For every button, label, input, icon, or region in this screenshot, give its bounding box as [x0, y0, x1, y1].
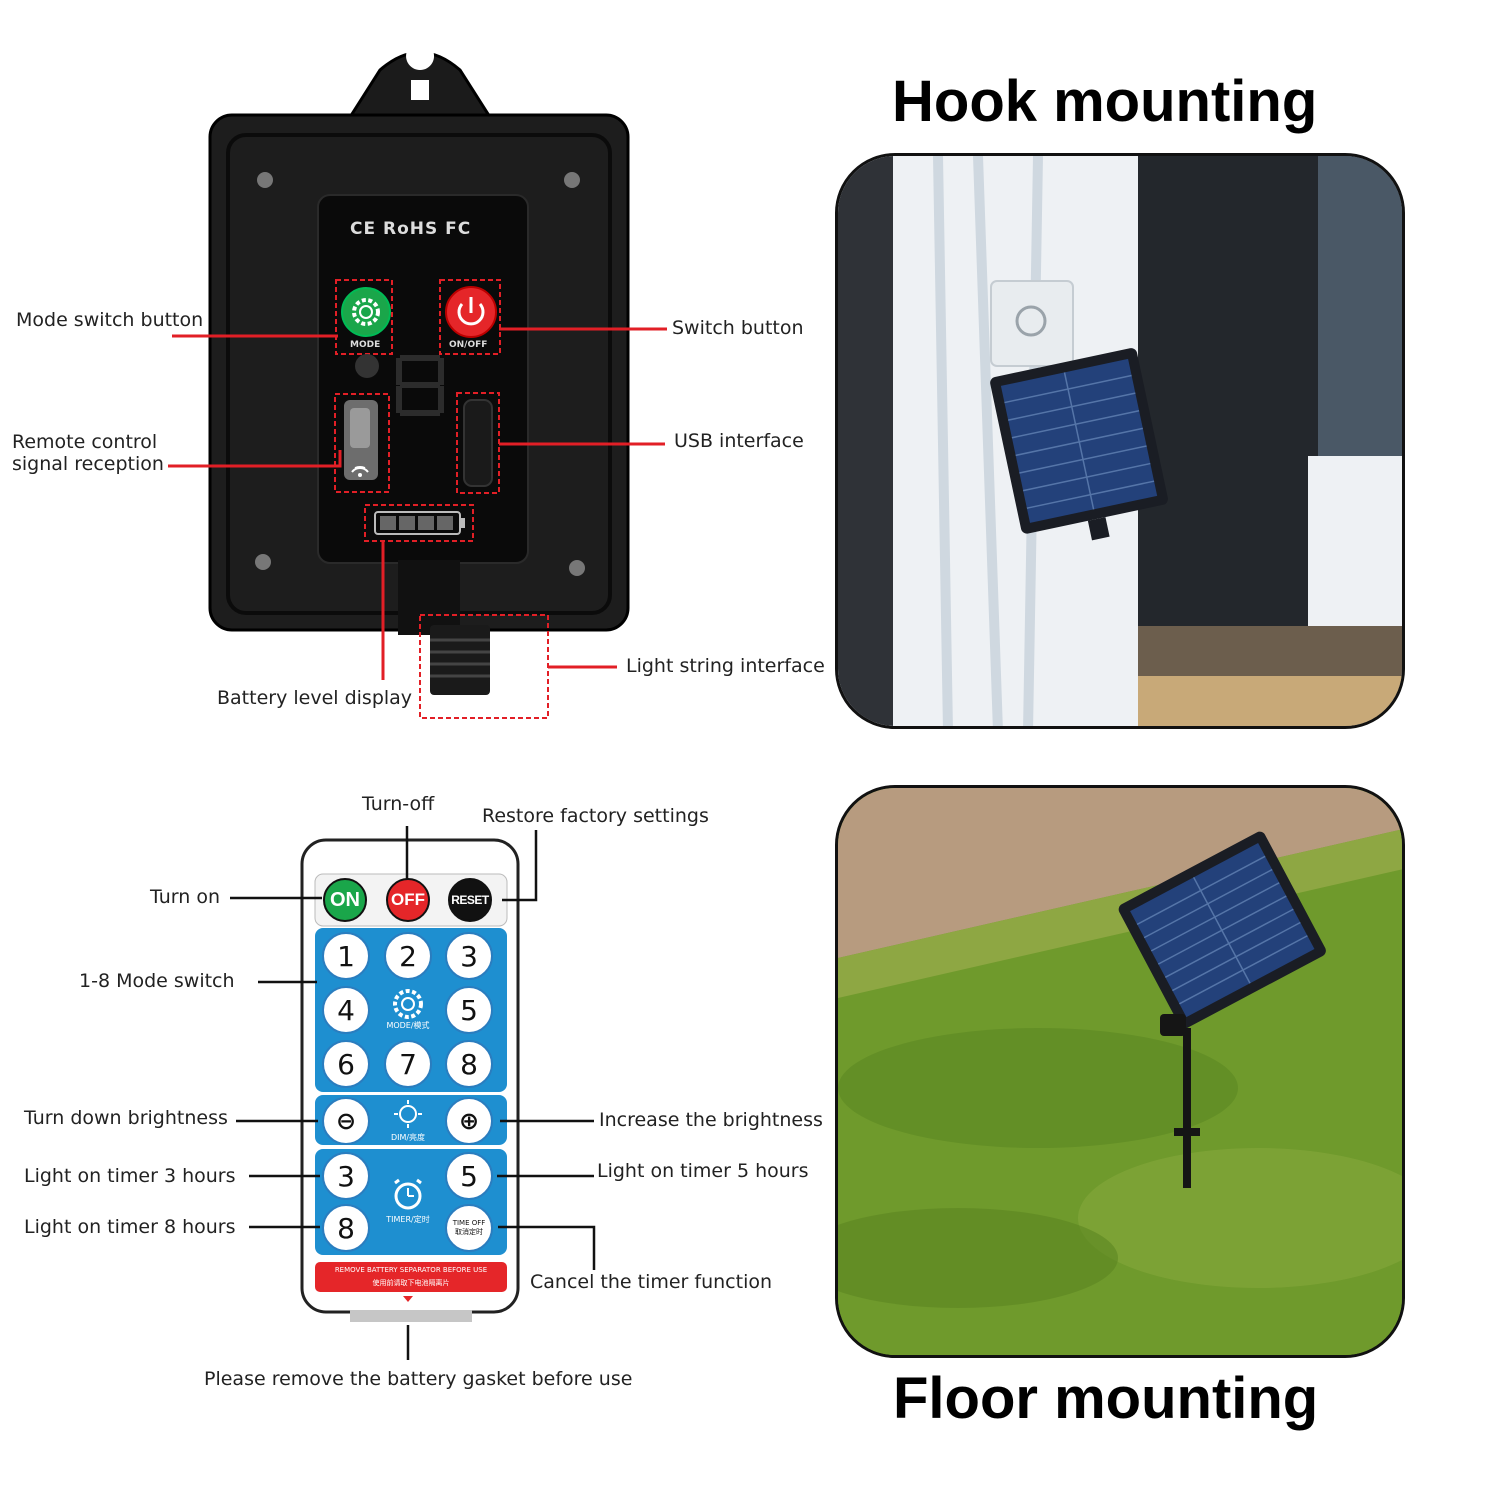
switch-button-label: Switch button — [672, 317, 804, 339]
battery-label: Battery level display — [217, 687, 413, 709]
mode-switch-label: Mode switch button — [16, 309, 204, 331]
screw-icon — [255, 554, 271, 570]
power-icon — [457, 303, 485, 326]
timer-off-caption-2: 取消定时 — [455, 1228, 483, 1236]
mode-caption: MODE/模式 — [386, 1021, 430, 1030]
mode-2-button[interactable]: 2 — [384, 932, 432, 980]
restore-label: Restore factory settings — [482, 805, 709, 827]
remove-gasket-label: Please remove the battery gasket before … — [204, 1368, 633, 1390]
timer5-label: Light on timer 5 hours — [597, 1160, 809, 1182]
segment-display — [396, 355, 444, 416]
keyhole-icon — [406, 42, 435, 100]
callout-lines — [168, 327, 667, 680]
brightness-up-button[interactable]: ⊕ — [445, 1097, 493, 1145]
remote-callout-lines — [230, 826, 596, 1360]
mode-gear-icon — [393, 989, 423, 1019]
solar-panel-icon — [990, 348, 1168, 541]
remote-signal-label-line2: signal reception — [12, 453, 164, 475]
turn-off-label: Turn-off — [362, 793, 435, 815]
off-button[interactable]: OFF — [386, 878, 430, 922]
timer3-label: Light on timer 3 hours — [24, 1165, 236, 1187]
warning-line-1: REMOVE BATTERY SEPARATOR BEFORE USE — [334, 1266, 488, 1274]
dim-caption: DIM/亮度 — [390, 1133, 426, 1142]
dim-sun-icon — [399, 1105, 417, 1123]
timer-off-button[interactable]: TIME OFF 取消定时 — [445, 1204, 493, 1252]
mode-button-text: MODE — [350, 340, 381, 350]
onoff-button-text: ON/OFF — [449, 340, 488, 350]
remote-signal-label-line1: Remote control — [12, 431, 158, 453]
ground-solar-panel-icon — [1118, 831, 1326, 1188]
screw-icon — [569, 560, 585, 576]
mode-5-button[interactable]: 5 — [445, 986, 493, 1034]
floor-mounting-photo — [835, 785, 1405, 1358]
mode-6-button[interactable]: 6 — [322, 1040, 370, 1088]
usb-port — [463, 399, 493, 487]
alarm-clock-icon — [394, 1182, 422, 1210]
timer-3-button[interactable]: 3 — [322, 1152, 370, 1200]
mode-4-button[interactable]: 4 — [322, 986, 370, 1034]
hook-mounting-title: Hook mounting — [892, 69, 1318, 134]
turn-down-label: Turn down brightness — [24, 1107, 228, 1129]
mode-8-button[interactable]: 8 — [445, 1040, 493, 1088]
warning-strip — [315, 1262, 507, 1292]
gear-icon — [352, 298, 380, 326]
adhesive-hook-icon — [990, 280, 1074, 367]
warning-line-2: 使用前请取下电池隔离片 — [372, 1279, 450, 1287]
floor-mounting-title: Floor mounting — [893, 1366, 1319, 1431]
sun-plus-icon: ⊕ — [458, 1107, 480, 1135]
timer-off-caption-1: TIME OFF — [452, 1219, 486, 1227]
mode-1-button[interactable]: 1 — [322, 932, 370, 980]
screw-icon — [257, 172, 273, 188]
wifi-signal-icon — [351, 466, 369, 473]
remote-signal-label: Remote control signal reception — [12, 431, 164, 475]
mode-button — [341, 287, 391, 337]
floor-scene — [838, 788, 1402, 1355]
timer-5-button[interactable]: 5 — [445, 1152, 493, 1200]
cert-marks: CE RoHS FC — [350, 219, 472, 239]
mode-3-button[interactable]: 3 — [445, 932, 493, 980]
mode-switch-remote-label: 1-8 Mode switch — [79, 970, 235, 992]
on-button[interactable]: ON — [323, 878, 367, 922]
increase-label: Increase the brightness — [599, 1109, 823, 1131]
brightness-down-button[interactable]: ⊖ — [322, 1097, 370, 1145]
mode-7-button[interactable]: 7 — [384, 1040, 432, 1088]
hook-scene — [838, 156, 1402, 726]
reset-button[interactable]: RESET — [448, 878, 492, 922]
cancel-timer-label: Cancel the timer function — [530, 1271, 773, 1293]
timer8-label: Light on timer 8 hours — [24, 1216, 236, 1238]
screw-icon — [564, 172, 580, 188]
light-string-connector — [430, 625, 490, 695]
turn-on-label: Turn on — [150, 886, 220, 908]
usb-label: USB interface — [674, 430, 804, 452]
hook-mounting-photo — [835, 153, 1405, 729]
light-string-label: Light string interface — [626, 655, 825, 677]
timer-8-button[interactable]: 8 — [322, 1204, 370, 1252]
sun-minus-icon: ⊖ — [335, 1107, 357, 1135]
timer-caption: TIMER/定时 — [386, 1215, 430, 1224]
